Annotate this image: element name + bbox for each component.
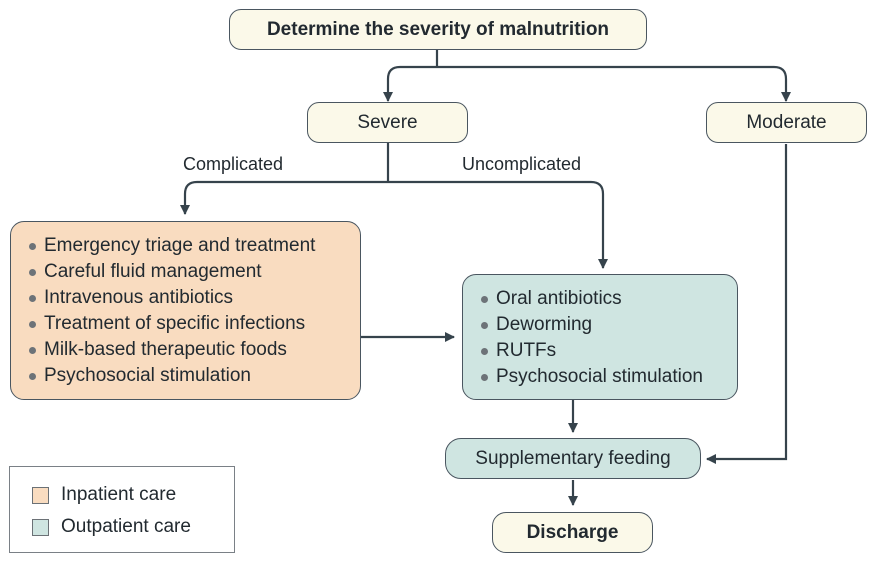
inpatient-item: Careful fluid management — [29, 259, 360, 285]
legend-item-outpatient: Outpatient care — [32, 516, 191, 538]
outpatient-care-box: Oral antibiotics Deworming RUTFs Psychos… — [462, 274, 738, 400]
inpatient-item: Emergency triage and treatment — [29, 233, 360, 259]
inpatient-item-text: Careful fluid management — [44, 261, 262, 282]
bullet-icon — [481, 321, 488, 329]
supplementary-feeding-label: Supplementary feeding — [475, 447, 671, 469]
inpatient-item: Psychosocial stimulation — [29, 363, 360, 389]
bullet-icon — [29, 346, 36, 354]
legend-item-inpatient: Inpatient care — [32, 484, 176, 506]
inpatient-item-text: Emergency triage and treatment — [44, 235, 316, 256]
bullet-icon — [481, 347, 488, 355]
inpatient-care-box: Emergency triage and treatment Careful f… — [10, 221, 361, 400]
legend: Inpatient care Outpatient care — [9, 466, 235, 553]
discharge-node: Discharge — [492, 512, 653, 553]
bullet-icon — [481, 373, 488, 381]
bullet-icon — [481, 295, 488, 303]
start-label: Determine the severity of malnutrition — [266, 18, 610, 40]
bullet-icon — [29, 294, 36, 302]
inpatient-item-text: Milk-based therapeutic foods — [44, 339, 287, 360]
outpatient-item-text: Deworming — [496, 314, 593, 335]
legend-outpatient-label: Outpatient care — [61, 516, 191, 537]
uncomplicated-arrow — [388, 180, 608, 269]
start-to-moderate-arrow — [437, 65, 791, 102]
outpatient-item-text: Oral antibiotics — [496, 288, 622, 309]
moderate-to-supplementary-arrow — [706, 144, 788, 464]
inpatient-item-text: Psychosocial stimulation — [44, 365, 251, 386]
supplementary-feeding-node: Supplementary feeding — [445, 438, 701, 479]
bullet-icon — [29, 268, 36, 276]
outpatient-item: RUTFs — [481, 338, 737, 364]
outpatient-item-text: Psychosocial stimulation — [496, 366, 703, 387]
legend-inpatient-label: Inpatient care — [61, 484, 177, 505]
uncomplicated-label: Uncomplicated — [462, 154, 582, 174]
bullet-icon — [29, 242, 36, 250]
complicated-label: Complicated — [183, 154, 284, 174]
complicated-arrow — [180, 180, 388, 215]
severe-label: Severe — [357, 111, 418, 133]
moderate-node: Moderate — [706, 102, 867, 143]
moderate-label: Moderate — [746, 111, 827, 133]
inpatient-item-text: Treatment of specific infections — [44, 313, 306, 334]
outpatient-item: Deworming — [481, 312, 737, 338]
start-node: Determine the severity of malnutrition — [229, 9, 647, 50]
discharge-label: Discharge — [526, 521, 619, 543]
outpatient-swatch — [32, 518, 49, 536]
bullet-icon — [29, 320, 36, 328]
start-to-severe-arrow — [383, 65, 437, 102]
inpatient-item: Treatment of specific infections — [29, 311, 360, 337]
inpatient-item-text: Intravenous antibiotics — [44, 287, 234, 308]
outpatient-item-text: RUTFs — [496, 340, 557, 361]
outpatient-item: Oral antibiotics — [481, 286, 737, 312]
inpatient-item: Intravenous antibiotics — [29, 285, 360, 311]
inpatient-swatch — [32, 486, 49, 504]
severe-node: Severe — [307, 102, 468, 143]
inpatient-item: Milk-based therapeutic foods — [29, 337, 360, 363]
bullet-icon — [29, 372, 36, 380]
outpatient-item: Psychosocial stimulation — [481, 364, 737, 390]
